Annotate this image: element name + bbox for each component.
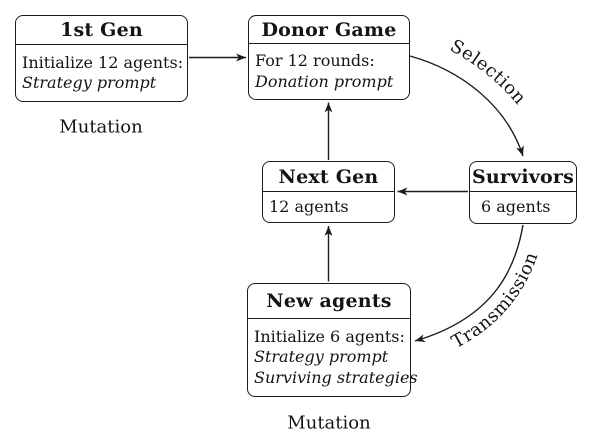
box-donor-game-line-2: Donation prompt <box>255 71 394 91</box>
box-survivors-title: Survivors <box>470 162 576 192</box>
box-first-gen-line-1: Initialize 12 agents: <box>22 52 184 72</box>
transmission-edge-label: Transmission <box>448 249 542 353</box>
box-new-agents: New agents Initialize 6 agents: Strategy… <box>247 283 418 397</box>
mutation-label-first-gen: Mutation <box>59 116 143 138</box>
box-new-agents-body: Initialize 6 agents: Strategy prompt Sur… <box>248 319 418 396</box>
box-next-gen-title: Next Gen <box>263 162 394 192</box>
box-next-gen: Next Gen 12 agents <box>262 161 395 223</box>
mutation-label-new-agents: Mutation <box>287 412 371 434</box>
box-donor-game-line-1: For 12 rounds: <box>255 51 375 70</box>
box-new-agents-title: New agents <box>248 284 410 319</box>
box-donor-game: Donor Game For 12 rounds: Donation promp… <box>248 15 410 100</box>
transmission-arrow <box>414 224 524 343</box>
box-first-gen-line-2: Strategy prompt <box>22 73 157 92</box>
box-survivors-line-1: 6 agents <box>481 197 551 217</box>
box-donor-game-body: For 12 rounds: Donation prompt <box>249 44 409 99</box>
box-new-agents-line-1: Initialize 6 agents: <box>254 326 405 346</box>
box-next-gen-body: 12 agents <box>263 192 394 222</box>
box-survivors-body: 6 agents <box>470 192 576 223</box>
box-next-gen-line-1: 12 agents <box>269 196 349 216</box>
box-donor-game-title: Donor Game <box>249 16 409 44</box>
box-first-gen: 1st Gen Initialize 12 agents: Strategy p… <box>15 15 188 102</box>
box-survivors: Survivors 6 agents <box>469 161 577 224</box>
box-new-agents-line-2: Strategy prompt <box>254 347 389 367</box>
box-first-gen-body: Initialize 12 agents: Strategy prompt <box>16 45 187 101</box>
selection-arrow <box>409 55 524 157</box>
selection-edge-label: Selection <box>447 36 531 109</box>
box-new-agents-line-3: Surviving strategies <box>254 367 418 387</box>
box-first-gen-title: 1st Gen <box>16 16 187 45</box>
